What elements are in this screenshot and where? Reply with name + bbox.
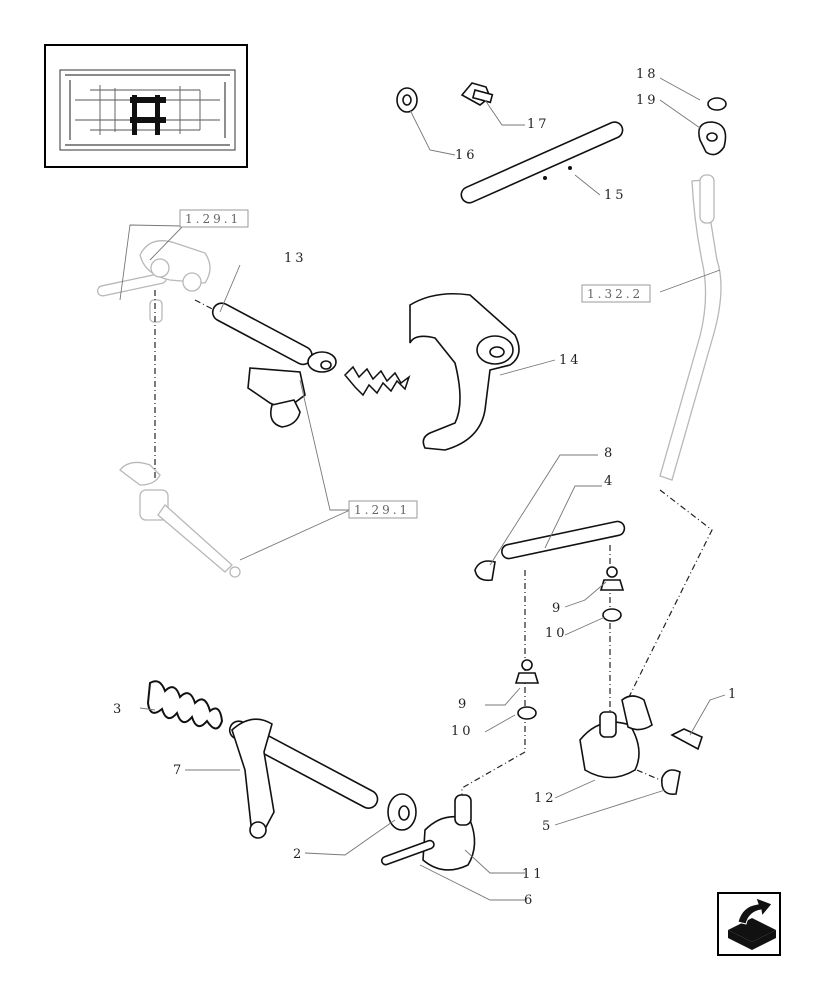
- ball-studs: [514, 566, 625, 720]
- spring-lower: [146, 680, 224, 730]
- part-13-selector-rod: [211, 302, 337, 428]
- callout-3: 3: [113, 702, 124, 717]
- small-hardware: [396, 82, 727, 156]
- callout-4: 4: [604, 474, 615, 489]
- callout-10-upper: 10: [545, 626, 568, 641]
- leader-lines: [119, 77, 726, 901]
- svg-text:1.29.1: 1.29.1: [354, 503, 410, 517]
- transmission-thumbnail: [44, 44, 248, 168]
- callout-14: 14: [559, 353, 582, 368]
- callout-11: 11: [522, 867, 545, 882]
- callout-12: 12: [534, 791, 557, 806]
- callout-10-lower: 10: [451, 724, 474, 739]
- part-11-block: [380, 793, 476, 871]
- callout-13: 13: [284, 251, 307, 266]
- callout-8: 8: [604, 446, 615, 461]
- part-4-pin: [474, 520, 626, 582]
- ref-box-1-32-2[interactable]: 1.32.2: [581, 284, 651, 303]
- part-12-selector-block: [579, 695, 703, 795]
- svg-text:1.32.2: 1.32.2: [587, 287, 643, 301]
- callout-18: 18: [636, 67, 659, 82]
- callout-2: 2: [293, 847, 304, 862]
- part-15-rod: [460, 121, 624, 204]
- next-page-arrow-icon[interactable]: [717, 892, 781, 956]
- callout-16: 16: [455, 148, 478, 163]
- callout-labels: 1 2 3 4 5 6 7 8 9 9 10 10 11 12 13 14 15…: [113, 67, 739, 908]
- callout-1: 1: [728, 687, 739, 702]
- callout-7: 7: [173, 763, 184, 778]
- ref-box-1-29-1-top[interactable]: 1.29.1: [179, 209, 249, 228]
- callout-9-upper: 9: [552, 601, 563, 616]
- callout-5: 5: [542, 819, 553, 834]
- callout-15: 15: [604, 188, 627, 203]
- callout-6: 6: [524, 893, 535, 908]
- ghost-parts: [96, 174, 722, 578]
- callout-9-lower: 9: [458, 697, 469, 712]
- part-7-lever: [228, 718, 379, 839]
- callout-19: 19: [636, 93, 659, 108]
- part-14-shift-fork: [409, 292, 520, 451]
- callout-17: 17: [527, 117, 550, 132]
- ref-box-1-29-1-bottom[interactable]: 1.29.1: [348, 500, 418, 519]
- svg-text:1.29.1: 1.29.1: [185, 212, 241, 226]
- spring-upper: [343, 365, 411, 397]
